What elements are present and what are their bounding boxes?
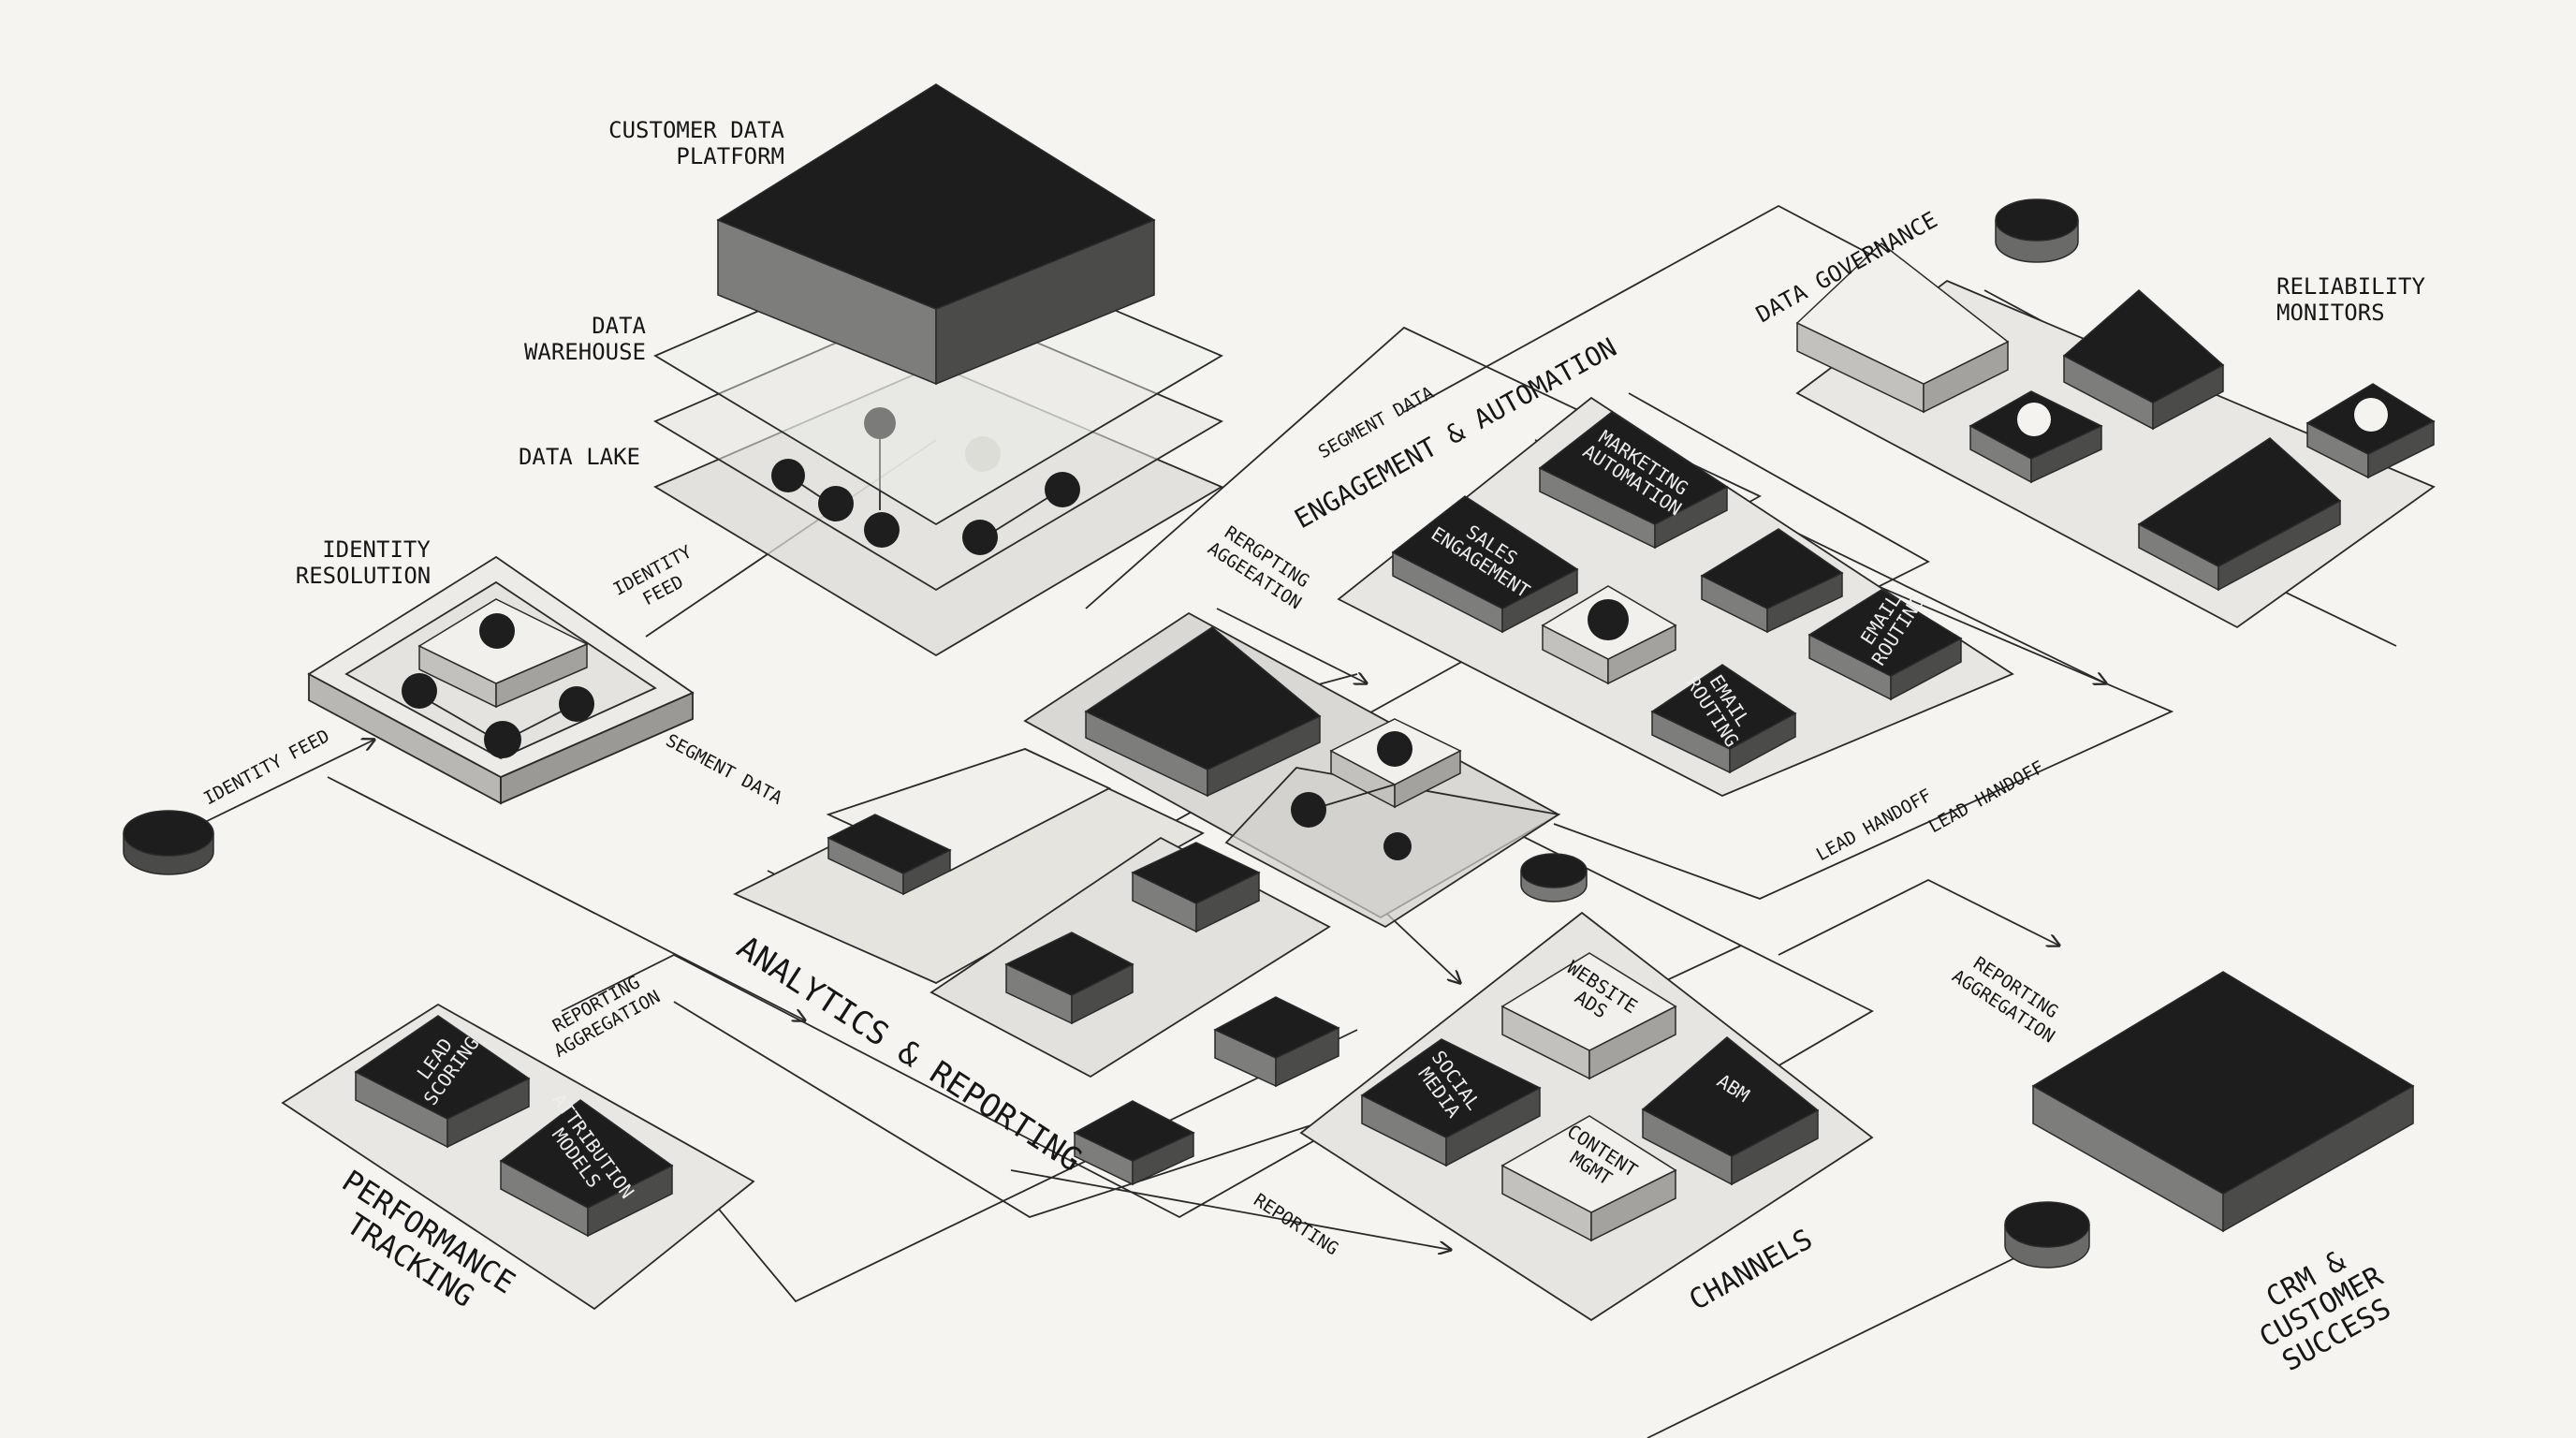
analytics-block-c xyxy=(1213,996,1340,1088)
attribution-models-block[interactable]: ATTRIBUTIONMODELS xyxy=(499,1089,674,1238)
identity-resolution-platform xyxy=(307,555,695,805)
analytics-block-b xyxy=(1004,932,1134,1025)
node-dot xyxy=(1377,731,1412,767)
node-dot xyxy=(818,486,854,521)
node-dot xyxy=(771,459,805,492)
regroup-aggregation-label: RERGPTINGAGGEEATION xyxy=(1204,520,1317,614)
reliability-block-b xyxy=(2137,437,2342,592)
email-routing-block-a[interactable]: EMAILROUTING xyxy=(1808,580,1963,701)
node-dot xyxy=(1588,599,1629,640)
crm-reporting-label: REPORTINGAGGREGATION xyxy=(1948,946,2071,1047)
email-routing-block-b[interactable]: EMAILROUTING xyxy=(1650,661,1797,774)
crm-database-icon xyxy=(2004,1201,2090,1269)
node-dot xyxy=(2017,403,2051,436)
node-dot xyxy=(402,673,437,709)
monitor-block-b xyxy=(2305,383,2436,479)
source-database-icon xyxy=(123,810,214,875)
analytics-block-a xyxy=(1131,842,1261,933)
node-dot xyxy=(2354,398,2388,432)
analytics-block-d xyxy=(1073,1100,1195,1186)
node-dot xyxy=(1383,832,1412,860)
node-dot xyxy=(965,436,1001,472)
crm-title: CRM &CUSTOMERSUCCESS xyxy=(2239,1232,2405,1383)
governance-database-icon xyxy=(1995,198,2079,263)
lead-scoring-block[interactable]: LEADSCORING xyxy=(354,1015,531,1149)
node-dot xyxy=(559,686,594,722)
node-dot xyxy=(864,407,896,439)
identity-feed-left-label: IDENTITY FEED xyxy=(200,726,333,809)
cdp-block xyxy=(716,83,1156,386)
data-warehouse-layer xyxy=(653,299,1223,592)
lake-label: DATA LAKE xyxy=(519,444,640,470)
lead-handoff-a-label: LEAD HANDOFF xyxy=(1813,785,1936,866)
abm-block[interactable]: ABM xyxy=(1641,1036,1820,1186)
hub-database-icon xyxy=(1520,853,1588,902)
governance-block xyxy=(1795,242,2010,414)
sales-engagement-block[interactable]: SALESENGAGEMENT xyxy=(1391,495,1579,634)
lead-handoff-b-label: LEAD HANDOFF xyxy=(1925,757,2048,838)
node-dot xyxy=(1045,472,1080,507)
node-dot xyxy=(484,721,521,758)
node-dot xyxy=(864,512,900,548)
engagement-dark-block xyxy=(1700,528,1844,634)
segment-data-label: SEGMENT DATA xyxy=(663,730,786,809)
social-media-block[interactable]: SOCIALMEDIA xyxy=(1360,1038,1542,1167)
node-dot xyxy=(1291,792,1326,828)
reliability-block-a xyxy=(2062,289,2225,431)
channels-platform xyxy=(1299,911,1874,1322)
crm-block xyxy=(2031,971,2415,1233)
engagement-node-block xyxy=(1541,585,1677,685)
monitor-block-a xyxy=(1969,390,2103,484)
channels-reporting-label: REPORTING xyxy=(1250,1190,1341,1260)
node-dot xyxy=(479,613,515,649)
central-hub-platform xyxy=(1023,611,1561,929)
website-ads-block[interactable]: WEBSITEADS xyxy=(1500,952,1677,1080)
performance-reporting-label: REPORTINGAGGREGATION xyxy=(540,967,664,1062)
identity-feed-label: IDENTITYFEED xyxy=(610,541,707,620)
node-dot xyxy=(962,520,998,555)
analytics-upper-platform xyxy=(732,747,1205,985)
